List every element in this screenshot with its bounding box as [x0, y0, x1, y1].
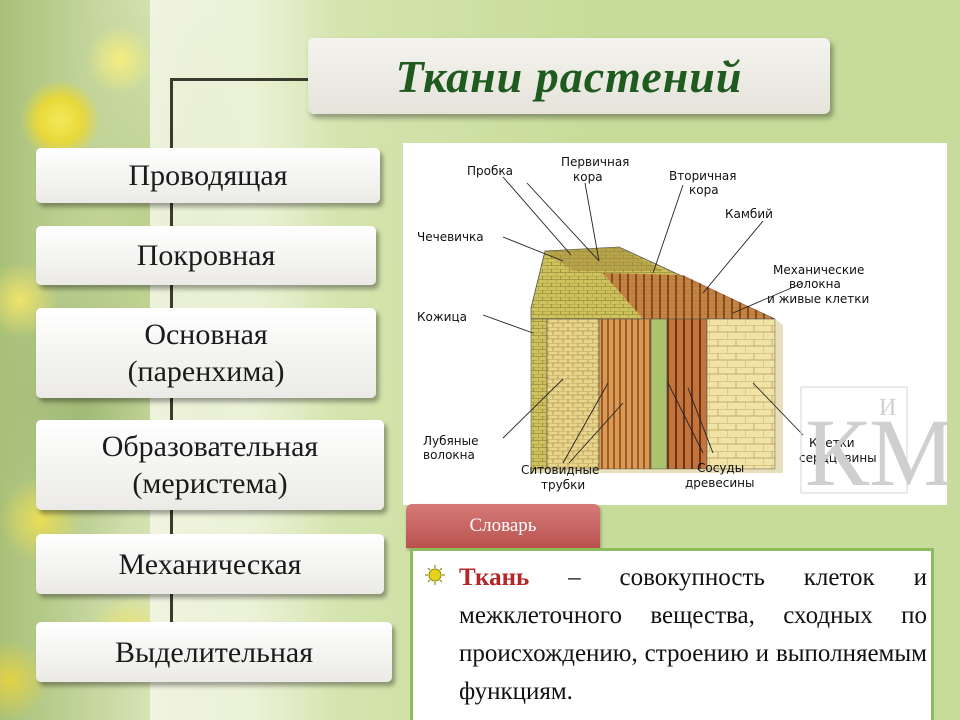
label-vtorichnaya-2: кора [689, 183, 719, 197]
stem-diagram-svg: Пробка Первичная кора Вторичная кора Кам… [417, 155, 947, 505]
category-sublabel: (паренхима) [127, 355, 285, 388]
primary-cortex-face [546, 318, 600, 470]
cambium-face [650, 318, 668, 470]
label-probka: Пробка [467, 164, 513, 178]
label-sito-1: Ситовидные [521, 463, 599, 477]
dictionary-tab[interactable]: Словарь [406, 504, 600, 548]
category-meristem[interactable]: Образовательная (меристема) [36, 420, 384, 510]
category-label: Механическая [118, 547, 302, 581]
category-conductive[interactable]: Проводящая [36, 148, 380, 203]
category-label: Покровная [136, 239, 276, 272]
cork-layer [545, 247, 663, 271]
category-ground-parenchyma[interactable]: Основная (паренхима) [36, 308, 376, 398]
label-serdts-2: сердцевины [799, 451, 877, 465]
category-secretory[interactable]: Выделительная [36, 622, 392, 682]
phloem-face [598, 318, 652, 470]
category-label: Проводящая [128, 159, 288, 192]
category-label: Образовательная [101, 430, 319, 463]
category-integumentary[interactable]: Покровная [36, 226, 376, 285]
pith-face [706, 318, 776, 470]
epidermis-face [530, 318, 548, 470]
label-pervichnaya-2: кора [573, 170, 603, 184]
connector-horizontal [170, 78, 310, 81]
category-label: Выделительная [114, 635, 314, 669]
dictionary-tab-label: Словарь [469, 515, 537, 536]
label-mekh-3: и живые клетки [767, 292, 869, 306]
label-lub-2: волокна [423, 448, 475, 462]
label-mekh-2: волокна [789, 277, 841, 291]
label-lub-1: Лубяные [423, 434, 478, 448]
label-serdts-1: Клетки [809, 436, 855, 450]
category-mechanical[interactable]: Механическая [36, 534, 384, 594]
label-kambiy: Камбий [725, 207, 773, 221]
watermark-frame [800, 386, 908, 494]
secondary-bark-top [603, 273, 775, 319]
dictionary-definition: Ткань – совокупность клеток и межклеточн… [459, 559, 927, 711]
label-pervichnaya-1: Первичная [561, 155, 629, 169]
dictionary-term: Ткань [459, 564, 530, 591]
label-mekh-1: Механические [773, 263, 864, 277]
label-kozhitsa: Кожица [417, 310, 467, 324]
slide-title: Ткани растений [395, 50, 743, 102]
dictionary-box: Ткань – совокупность клеток и межклеточн… [410, 548, 934, 720]
watermark-small: И [879, 395, 896, 421]
dictionary-definition-text: – совокупность клеток и межклеточного ве… [459, 564, 927, 705]
watermark-logo: КМ [805, 399, 947, 505]
label-sosudy-1: Сосуды [697, 461, 744, 475]
slide-title-box: Ткани растений [308, 38, 830, 114]
label-sito-2: трубки [541, 478, 585, 492]
sun-bullet-icon [425, 565, 445, 585]
label-chechevichka: Чечевичка [417, 230, 484, 244]
leader-lines [482, 176, 804, 464]
label-vtorichnaya-1: Вторичная [669, 169, 737, 183]
label-sosudy-2: древесины [685, 476, 754, 490]
category-label: Основная [144, 318, 268, 351]
stem-cross-section-diagram: Пробка Первичная кора Вторичная кора Кам… [403, 143, 947, 505]
category-sublabel: (меристема) [132, 467, 288, 500]
